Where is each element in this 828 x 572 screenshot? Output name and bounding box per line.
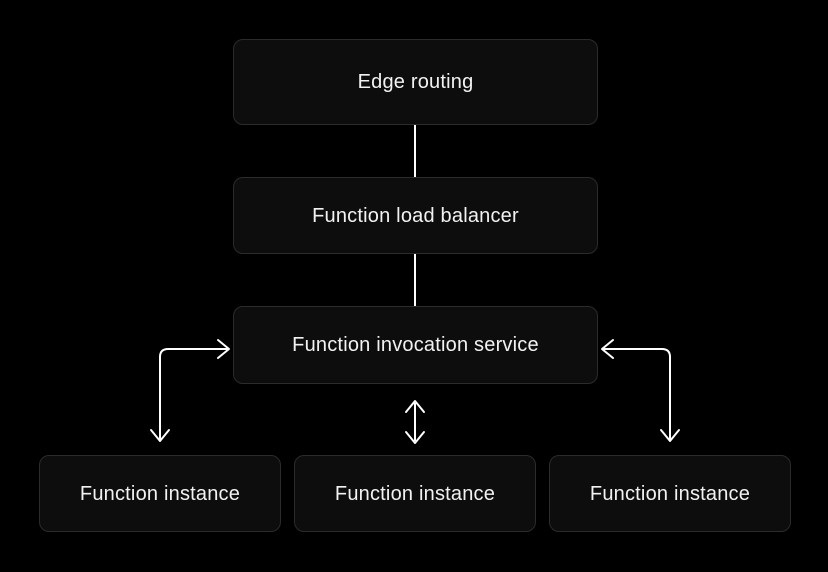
connector-right-loop <box>601 339 680 442</box>
node-edge-routing[interactable]: Edge routing <box>233 39 598 125</box>
node-edge-routing-label: Edge routing <box>357 71 474 93</box>
node-function-instance-left-label: Function instance <box>79 482 241 505</box>
arrowhead-left-into-invocation <box>601 339 614 359</box>
node-function-invocation-service-label: Function invocation service <box>292 334 539 356</box>
connector-left-loop <box>150 339 230 442</box>
node-function-load-balancer-label: Function load balancer <box>312 204 519 227</box>
arrowhead-up-into-invocation <box>405 400 425 413</box>
arrowhead-down-into-instance-center <box>405 431 425 444</box>
node-function-invocation-service[interactable]: Function invocation service <box>233 306 598 384</box>
node-function-instance-right[interactable]: Function instance <box>549 455 791 532</box>
arrowhead-down-into-instance-right <box>660 429 680 442</box>
node-function-instance-center-label: Function instance <box>334 482 496 505</box>
node-function-instance-center[interactable]: Function instance <box>294 455 536 532</box>
connector-invocation-to-center <box>405 400 425 444</box>
node-function-instance-left[interactable]: Function instance <box>39 455 281 532</box>
node-function-instance-right-label: Function instance <box>589 482 751 505</box>
arrowhead-right-into-invocation <box>217 339 230 359</box>
arrowhead-down-into-instance-left <box>150 429 170 442</box>
node-function-load-balancer[interactable]: Function load balancer <box>233 177 598 254</box>
